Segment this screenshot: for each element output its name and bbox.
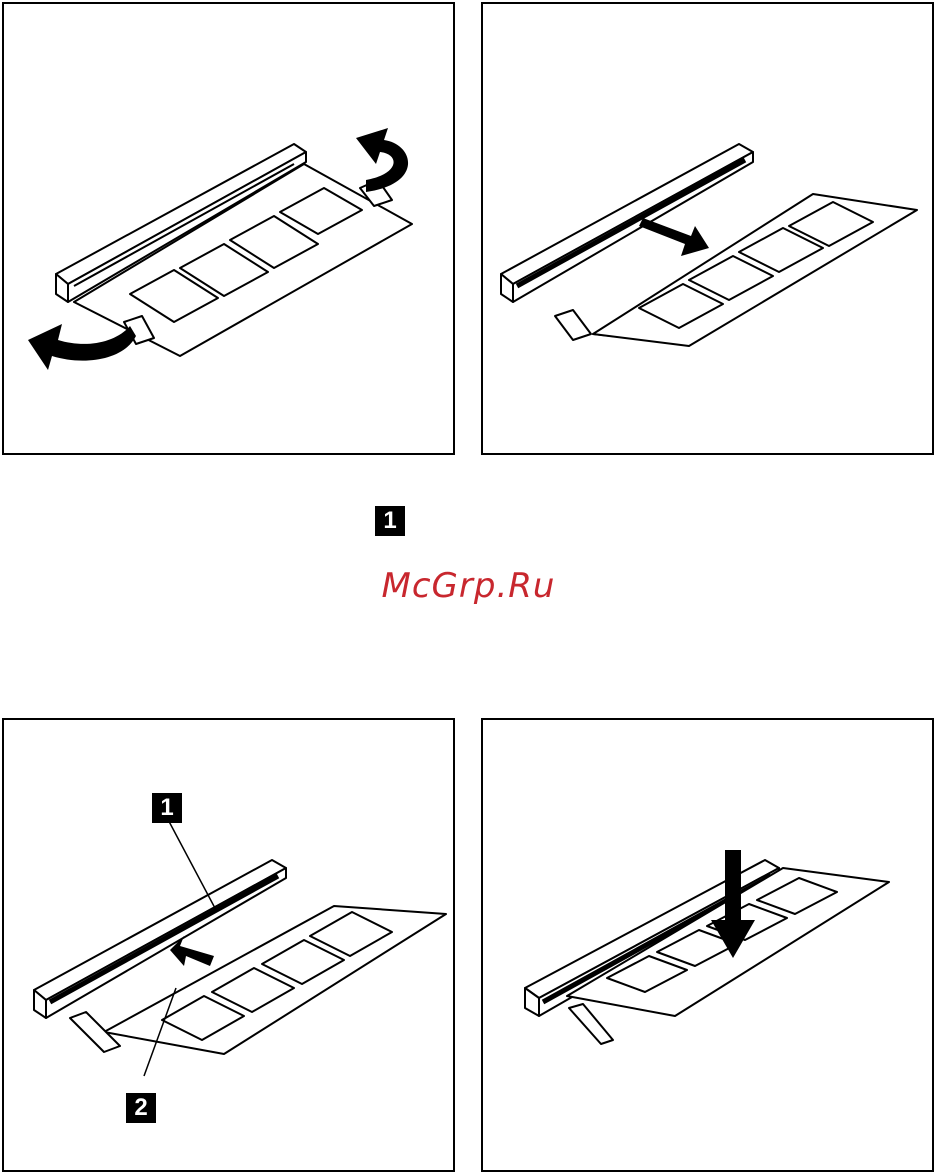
callout-2: 2 [126, 1093, 156, 1123]
curved-arrow-icon [356, 128, 408, 192]
panel-slide-out [481, 2, 934, 455]
panel-release-latches [2, 2, 455, 455]
memory-module-insert-illustration [4, 720, 453, 1170]
memory-module-release-illustration [4, 4, 453, 453]
memory-module-slide-illustration [483, 4, 932, 453]
callout-1: 1 [152, 793, 182, 823]
watermark-text: McGrp.Ru [0, 566, 937, 606]
curved-arrow-icon [28, 324, 136, 370]
memory-module-press-illustration [483, 720, 932, 1170]
panel-press-down [481, 718, 934, 1172]
straight-arrow-icon [639, 218, 709, 256]
step-marker: 1 [375, 506, 405, 536]
panel-insert-angle: 1 2 [2, 718, 455, 1172]
